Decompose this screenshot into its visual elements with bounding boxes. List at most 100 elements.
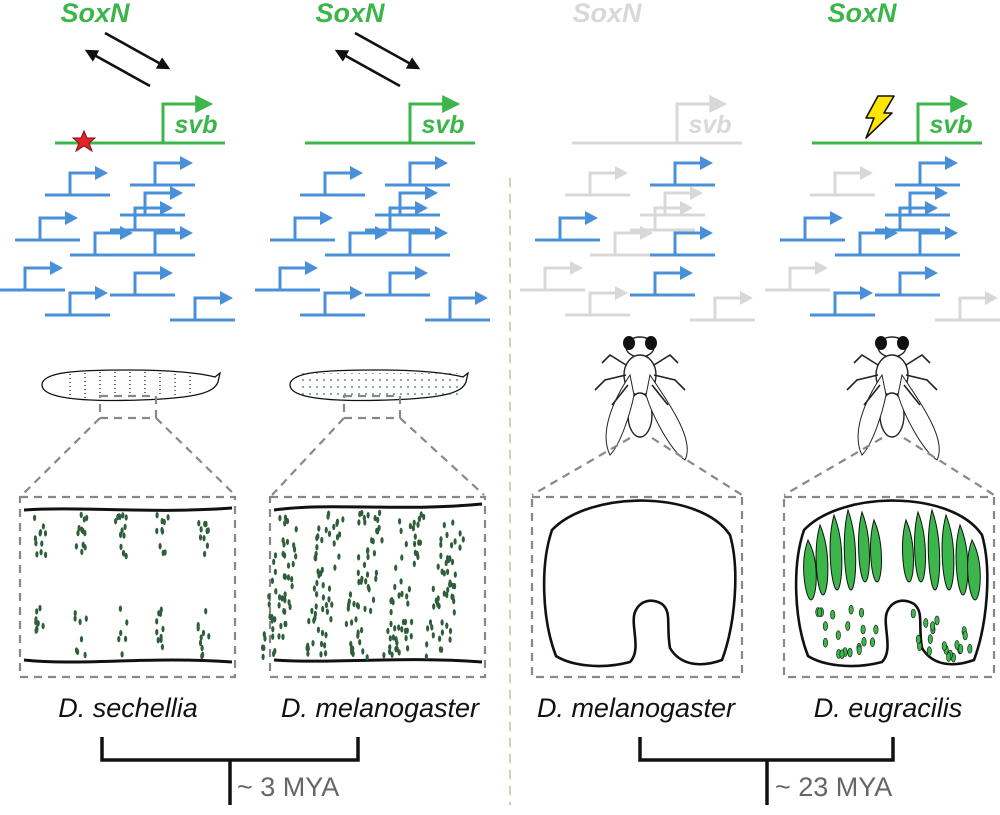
small-spine	[923, 618, 929, 628]
small-spine	[934, 615, 940, 626]
denticle	[158, 543, 162, 550]
denticle	[426, 625, 430, 632]
target-gene-icon	[895, 226, 960, 257]
denticle	[357, 519, 361, 526]
target-gene-icon	[690, 291, 755, 322]
denticle	[122, 550, 126, 557]
denticle	[329, 616, 333, 623]
target-gene-icon	[130, 156, 195, 187]
denticle	[161, 625, 165, 633]
denticle	[310, 607, 314, 615]
denticle	[282, 541, 286, 548]
spine	[967, 538, 981, 601]
denticle	[122, 532, 126, 539]
denticle	[293, 546, 297, 553]
denticle	[330, 601, 334, 608]
denticle	[34, 618, 38, 626]
denticle	[119, 543, 123, 551]
denticle	[365, 654, 369, 661]
denticle	[327, 530, 332, 537]
regulator-label: SoxN	[827, 0, 897, 28]
denticle	[431, 585, 435, 592]
denticle	[371, 596, 376, 603]
denticle	[312, 617, 316, 624]
denticle	[446, 586, 450, 594]
denticle	[389, 597, 393, 605]
denticle	[41, 622, 45, 630]
denticle	[273, 568, 277, 576]
denticle	[294, 526, 298, 533]
denticle	[74, 543, 78, 550]
denticle	[394, 564, 398, 571]
denticle	[315, 579, 319, 587]
species-label: D. melanogaster	[537, 693, 736, 723]
denticle	[76, 529, 80, 537]
target-gene-icon	[875, 266, 940, 297]
denticle	[400, 626, 404, 633]
target-gene-icon	[120, 186, 185, 217]
denticle	[272, 558, 276, 565]
denticle	[367, 586, 371, 593]
denticle	[118, 605, 122, 612]
denticle	[332, 523, 336, 531]
denticle	[267, 601, 271, 608]
downstream-targets	[0, 156, 235, 322]
denticle	[323, 642, 327, 649]
denticle	[324, 601, 328, 609]
denticle	[203, 520, 207, 528]
denticle	[74, 647, 79, 654]
denticle	[285, 517, 290, 525]
denticle	[386, 627, 390, 635]
denticle	[450, 542, 454, 549]
denticle	[458, 530, 462, 537]
denticle	[83, 651, 87, 659]
target-gene-icon	[255, 261, 320, 292]
denticle	[326, 513, 330, 520]
denticle	[369, 607, 373, 615]
denticle	[395, 646, 399, 653]
denticle	[283, 520, 287, 527]
denticle	[445, 591, 449, 599]
target-gene-icon	[520, 261, 585, 292]
denticle	[321, 582, 325, 589]
denticle	[278, 594, 282, 601]
denticle	[406, 645, 410, 652]
denticle	[410, 618, 414, 626]
target-gene-icon	[365, 201, 430, 232]
denticle	[33, 514, 37, 522]
denticle	[327, 596, 331, 603]
denticle	[270, 614, 274, 621]
denticle	[422, 513, 426, 521]
small-spine	[910, 608, 916, 619]
denticle	[370, 537, 374, 544]
denticle	[363, 605, 367, 613]
denticle	[160, 517, 164, 525]
denticle	[440, 629, 444, 636]
denticle	[35, 626, 39, 633]
denticle	[438, 635, 442, 642]
small-spine	[845, 621, 851, 631]
denticle	[357, 578, 361, 586]
denticle	[156, 637, 160, 644]
denticle	[34, 540, 38, 547]
denticle	[273, 616, 277, 623]
denticle	[425, 641, 429, 648]
denticle	[354, 616, 358, 623]
denticle	[325, 608, 329, 615]
target-gene-icon	[875, 201, 940, 232]
target-gene-label: svb	[174, 111, 217, 139]
denticle	[204, 608, 208, 615]
denticle	[366, 553, 370, 561]
binding-arrows	[84, 31, 171, 88]
larva-drawing	[289, 369, 470, 402]
small-spine	[927, 634, 933, 644]
denticle	[440, 619, 444, 626]
denticle	[78, 618, 82, 625]
denticle	[436, 601, 440, 608]
denticle	[33, 535, 38, 542]
zoom-lines	[783, 437, 995, 496]
denticle	[377, 524, 381, 532]
denticle	[201, 651, 205, 658]
denticle	[442, 521, 446, 529]
denticle	[285, 538, 290, 546]
